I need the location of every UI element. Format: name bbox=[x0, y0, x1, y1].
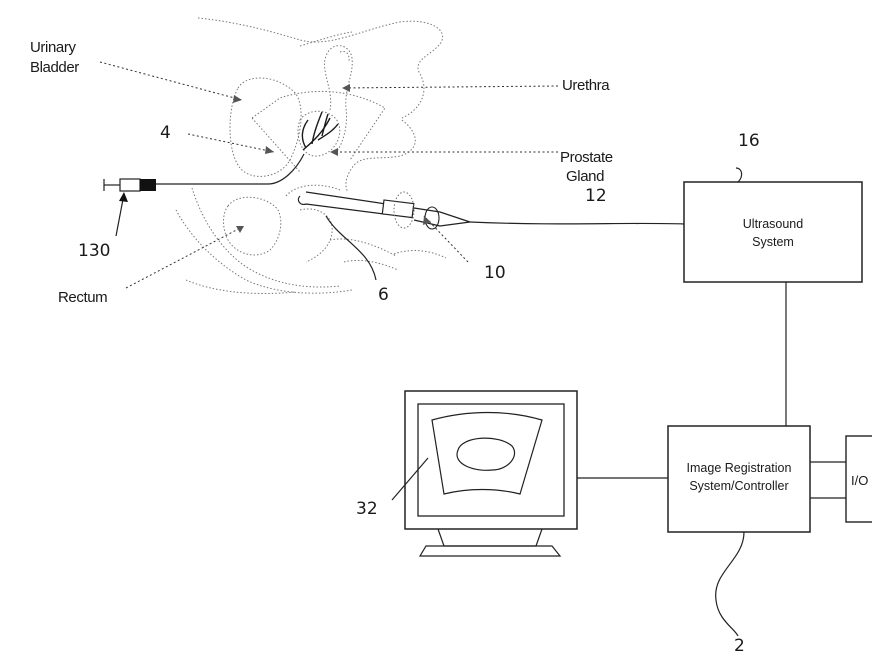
io-box: I/O bbox=[810, 436, 872, 522]
monitor bbox=[392, 391, 577, 556]
ultrasound-system-box: Ultrasound System bbox=[684, 168, 862, 282]
needle-catheter bbox=[104, 154, 304, 191]
ref-4: 4 bbox=[160, 123, 171, 143]
syringe-plunger bbox=[140, 179, 156, 191]
prostate-vessels bbox=[302, 112, 338, 150]
ref-130: 130 bbox=[78, 241, 110, 261]
ref-2-leader bbox=[716, 532, 744, 636]
ref-16: 16 bbox=[738, 131, 760, 151]
label-urinary-bladder-2: Bladder bbox=[30, 59, 79, 76]
label-prostate-1: Prostate bbox=[560, 149, 613, 166]
controller-label-2: System/Controller bbox=[689, 479, 788, 493]
ref-10: 10 bbox=[484, 263, 506, 283]
ref-12: 12 bbox=[585, 186, 607, 206]
label-rectum: Rectum bbox=[58, 289, 107, 306]
label-prostate-2: Gland bbox=[566, 168, 604, 185]
rectum-outline bbox=[224, 197, 281, 255]
ref-32: 32 bbox=[356, 499, 378, 519]
label-urinary-bladder-1: Urinary bbox=[30, 39, 76, 56]
bladder-outline bbox=[230, 78, 301, 176]
controller-box: Image Registration System/Controller bbox=[668, 426, 810, 532]
io-label: I/O bbox=[851, 473, 868, 488]
anatomy-sketch bbox=[176, 18, 446, 294]
leader-lines bbox=[100, 62, 558, 288]
ref-2: 2 bbox=[734, 636, 745, 652]
ultrasound-probe bbox=[298, 192, 684, 229]
label-urethra: Urethra bbox=[562, 77, 610, 94]
ultrasound-label-2: System bbox=[752, 235, 794, 249]
ultrasound-label-1: Ultrasound bbox=[743, 217, 803, 231]
urethra-outline bbox=[324, 46, 352, 150]
controller-label-1: Image Registration bbox=[687, 461, 792, 475]
ref-6: 6 bbox=[378, 285, 389, 305]
